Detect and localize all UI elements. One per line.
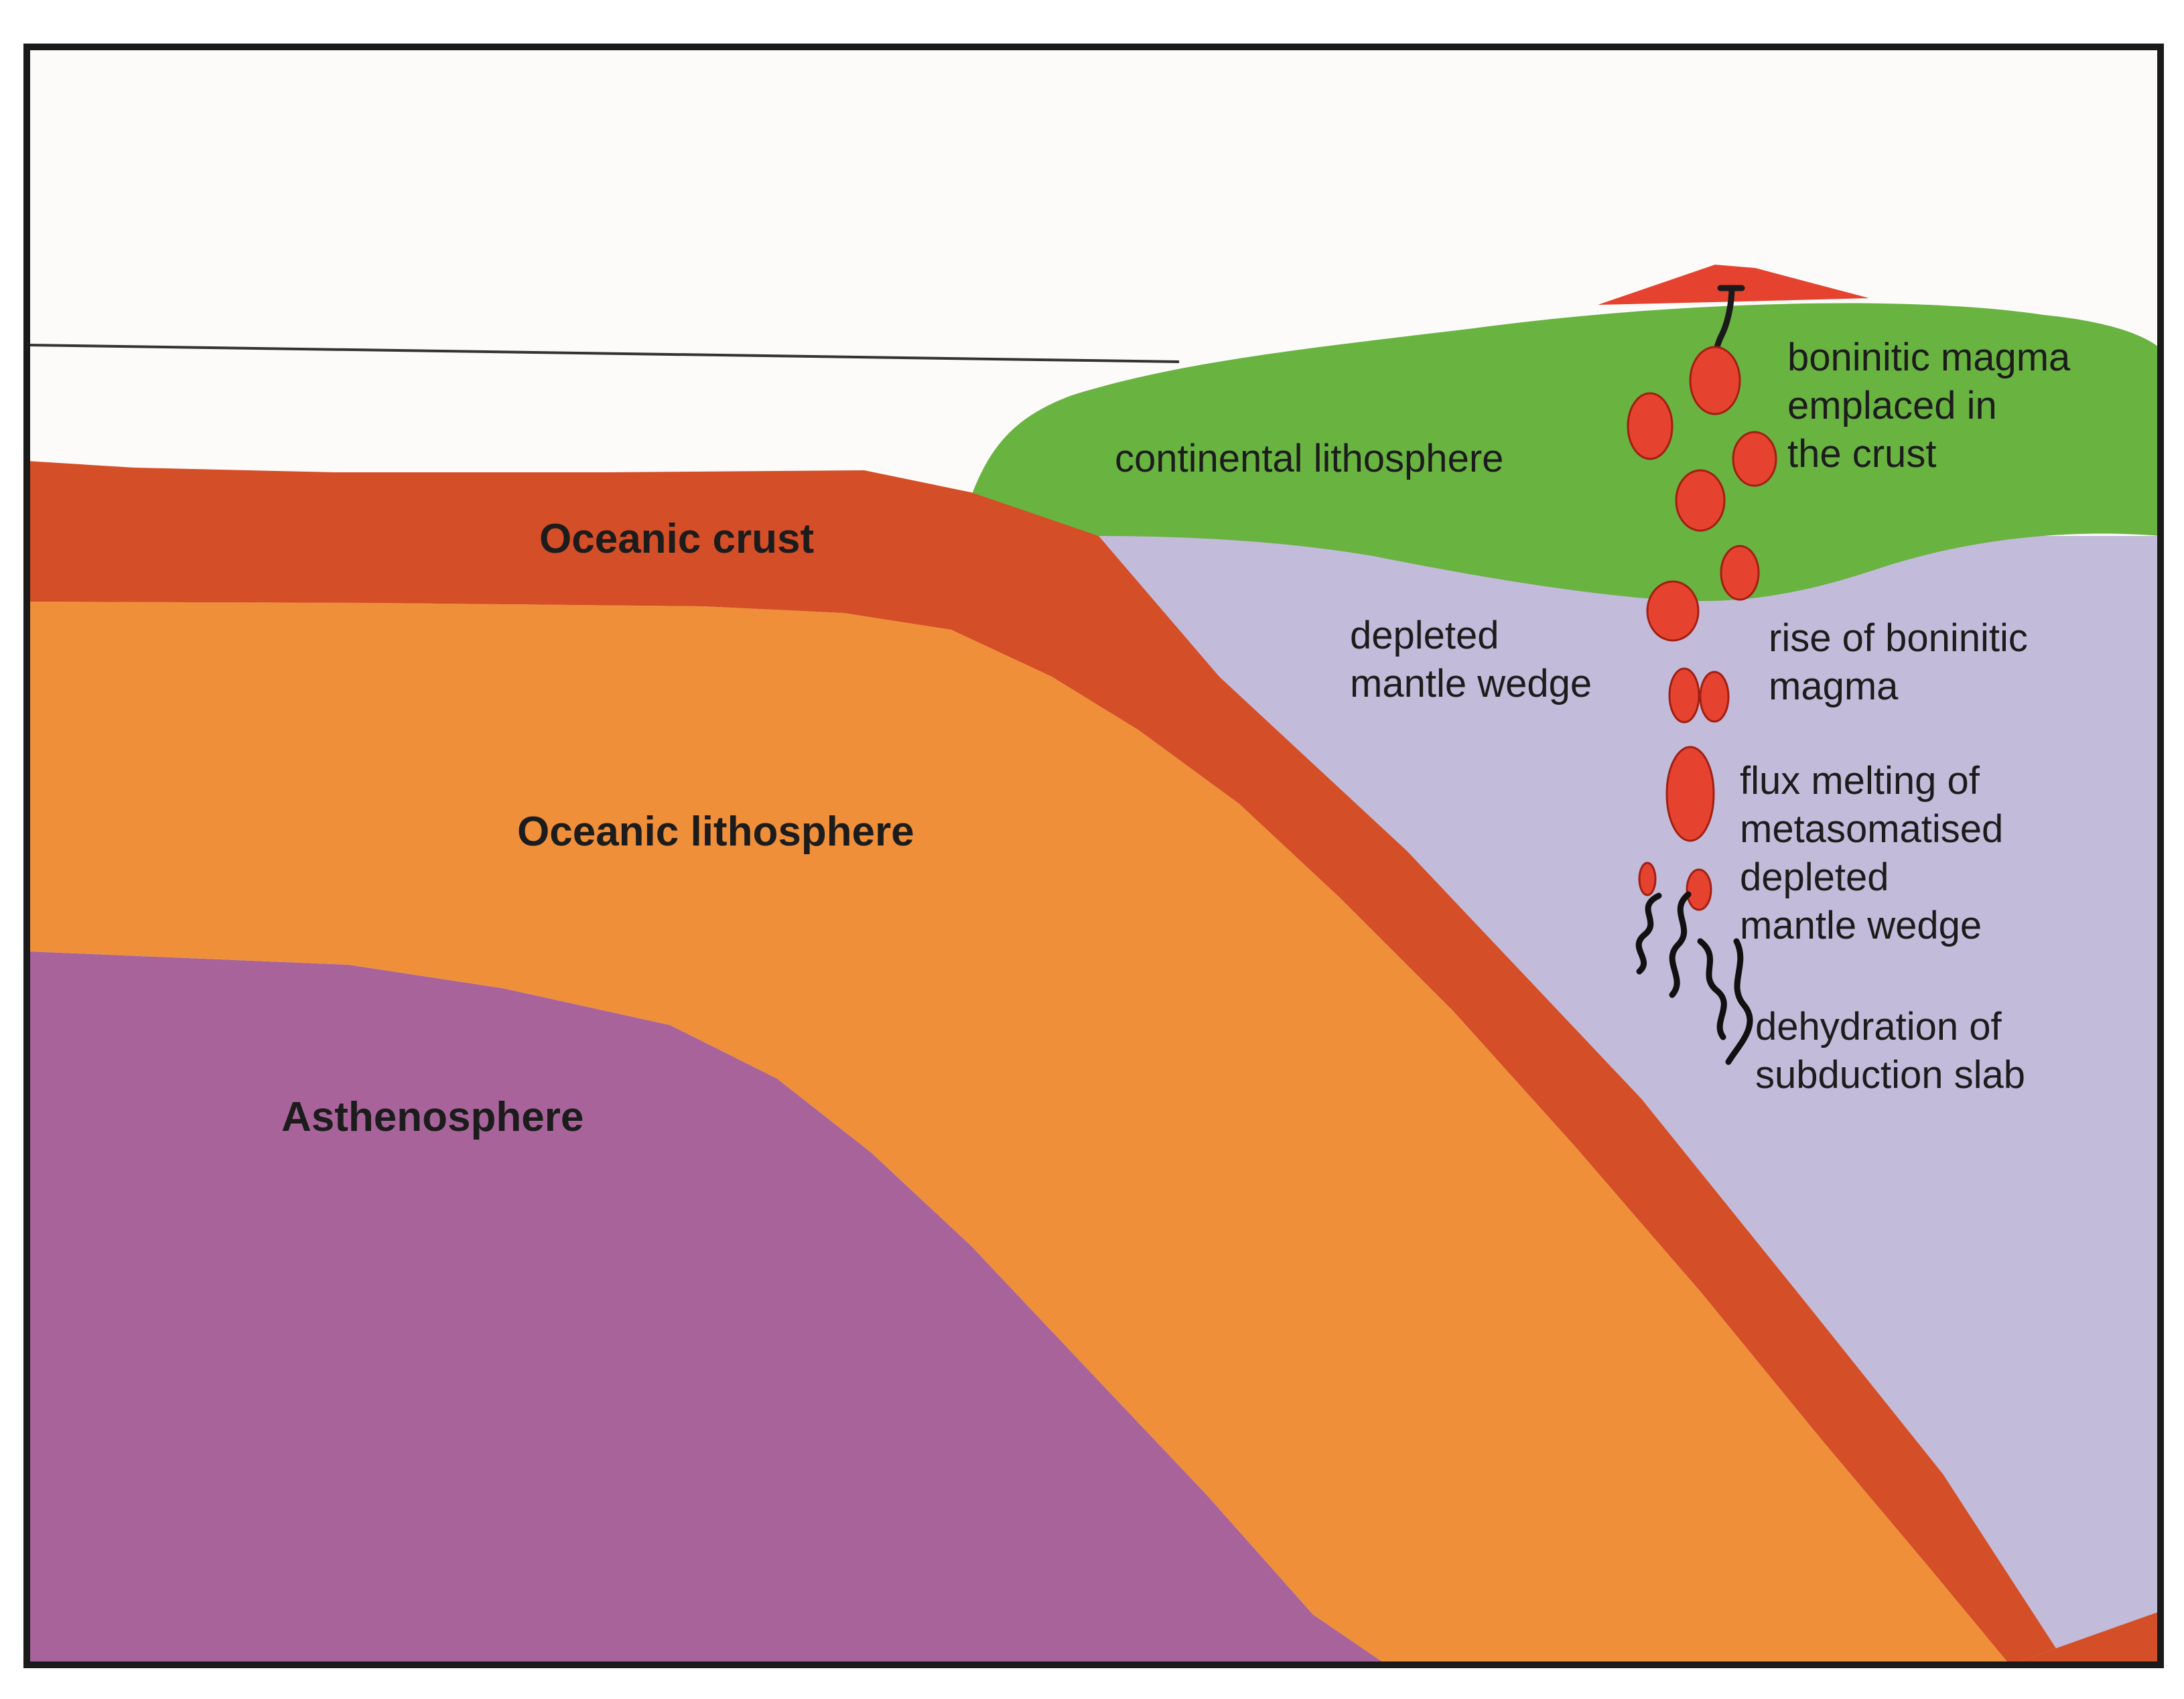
magma-blob-icon	[1699, 671, 1730, 723]
label-boninitic-magma-2: emplaced in	[1787, 384, 1997, 427]
sea-level-line	[26, 344, 1180, 363]
oceanic-crust-tip	[2010, 1611, 2161, 1665]
label-oceanic-crust: Oceanic crust	[539, 516, 814, 562]
magma-blob-icon	[1675, 469, 1726, 532]
label-boninitic-magma-1: boninitic magma	[1787, 336, 2071, 379]
oceanic-crust	[27, 461, 2161, 1665]
magma-blob-icon	[1665, 746, 1715, 842]
magma-blob-icon	[1720, 545, 1760, 601]
fluid-wave-icon	[1697, 938, 1727, 1040]
continental-lithosphere	[971, 303, 2161, 602]
oceanic-lithosphere	[27, 602, 2010, 1665]
fluid-wave-icon	[1669, 891, 1692, 998]
magma-blob-icon	[1732, 431, 1777, 487]
label-dehydration-1: dehydration of	[1755, 1005, 2002, 1048]
magma-blob-icon	[1668, 667, 1700, 724]
asthenosphere	[27, 951, 1387, 1665]
diagram-frame	[23, 44, 2164, 1668]
label-continental-lithosphere: continental lithosphere	[1115, 437, 1503, 480]
magma-blobs	[1627, 346, 1777, 911]
label-asthenosphere: Asthenosphere	[281, 1094, 584, 1140]
label-mantle-wedge-1: depleted	[1350, 614, 1499, 657]
magma-blob-icon	[1686, 868, 1712, 911]
label-rise-1: rise of boninitic	[1769, 616, 2028, 660]
magma-blob-icon	[1627, 392, 1674, 460]
dehydration-fluids	[1635, 891, 1753, 1065]
label-rise-2: magma	[1769, 665, 1899, 708]
label-boninitic-magma-3: the crust	[1787, 432, 1936, 476]
label-flux-melting-2: metasomatised	[1740, 807, 2003, 851]
label-flux-melting-1: flux melting of	[1740, 759, 1980, 803]
magma-blob-icon	[1646, 580, 1700, 642]
label-mantle-wedge-2: mantle wedge	[1350, 662, 1592, 705]
label-oceanic-lithosphere: Oceanic lithosphere	[517, 809, 914, 855]
fluid-wave-icon	[1725, 938, 1753, 1065]
label-flux-melting-3: depleted	[1740, 856, 1889, 899]
mantle-wedge	[1099, 536, 2161, 1665]
magma-blob-icon	[1689, 346, 1741, 415]
label-dehydration-2: subduction slab	[1755, 1053, 2025, 1097]
label-flux-melting-4: mantle wedge	[1740, 904, 1982, 947]
volcano-cone	[1598, 265, 1869, 305]
magma-blob-icon	[1638, 862, 1657, 896]
fluid-wave-icon	[1635, 892, 1662, 975]
